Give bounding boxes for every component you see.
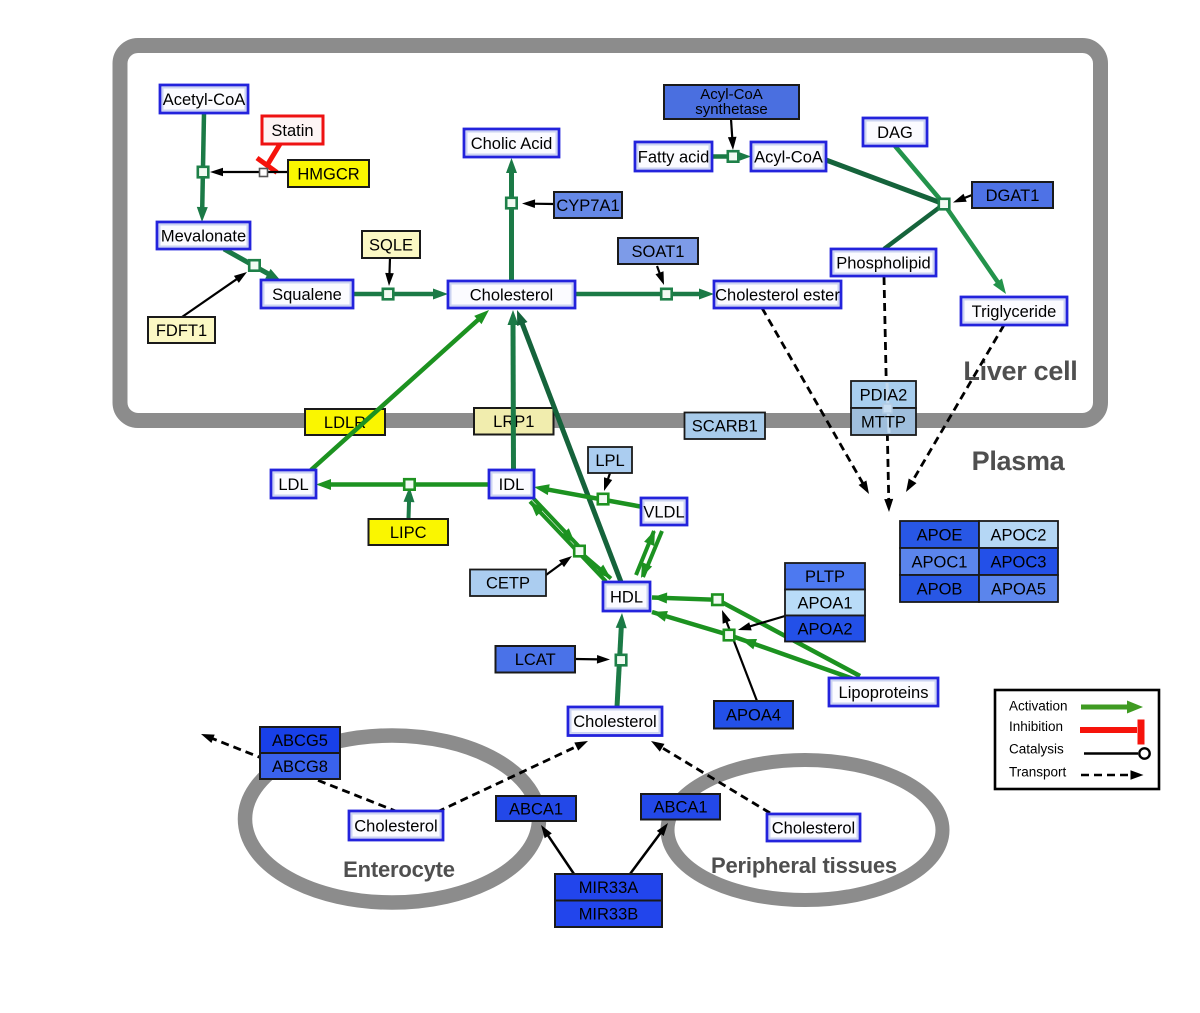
svg-text:Cholic Acid: Cholic Acid [471, 135, 553, 153]
svg-text:APOB: APOB [917, 580, 963, 598]
svg-text:Cholesterol: Cholesterol [772, 819, 855, 837]
svg-text:APOA1: APOA1 [797, 594, 852, 612]
svg-text:LDL: LDL [278, 476, 308, 494]
svg-text:Inhibition: Inhibition [1009, 719, 1063, 734]
svg-text:Activation: Activation [1009, 699, 1068, 714]
svg-text:PLTP: PLTP [805, 568, 845, 586]
svg-text:MIR33B: MIR33B [579, 906, 639, 924]
svg-text:Cholesterol: Cholesterol [470, 286, 553, 304]
svg-text:SQLE: SQLE [369, 236, 413, 254]
svg-text:MTTP: MTTP [861, 413, 906, 431]
svg-text:LIPC: LIPC [390, 524, 427, 542]
svg-text:CETP: CETP [486, 575, 530, 593]
svg-text:APOC2: APOC2 [991, 526, 1047, 544]
svg-text:ABCG8: ABCG8 [272, 758, 328, 776]
svg-text:Acyl-CoA: Acyl-CoA [754, 148, 823, 166]
svg-text:ABCA1: ABCA1 [509, 800, 563, 818]
svg-text:Liver cell: Liver cell [963, 356, 1077, 386]
svg-text:Fatty acid: Fatty acid [638, 148, 710, 166]
svg-text:Enterocyte: Enterocyte [343, 857, 455, 882]
svg-text:APOC3: APOC3 [991, 553, 1047, 571]
svg-text:MIR33A: MIR33A [579, 879, 639, 897]
svg-text:DGAT1: DGAT1 [986, 187, 1040, 205]
svg-text:Statin: Statin [271, 122, 313, 140]
svg-text:APOA2: APOA2 [797, 620, 852, 638]
svg-text:DAG: DAG [877, 124, 913, 142]
svg-text:Triglyceride: Triglyceride [972, 303, 1057, 321]
svg-text:ABCG5: ABCG5 [272, 732, 328, 750]
svg-text:Phospholipid: Phospholipid [836, 254, 931, 272]
svg-text:SCARB1: SCARB1 [692, 418, 758, 436]
svg-text:Transport: Transport [1009, 765, 1067, 780]
svg-text:IDL: IDL [499, 476, 525, 494]
svg-text:VLDL: VLDL [643, 503, 684, 521]
svg-text:ABCA1: ABCA1 [653, 799, 707, 817]
svg-text:SOAT1: SOAT1 [632, 243, 685, 261]
svg-text:Catalysis: Catalysis [1009, 742, 1064, 757]
svg-text:PDIA2: PDIA2 [860, 386, 908, 404]
svg-text:synthetase: synthetase [695, 101, 768, 118]
svg-text:HMGCR: HMGCR [297, 165, 359, 183]
svg-text:Acyl-CoA: Acyl-CoA [700, 86, 763, 103]
svg-text:Lipoproteins: Lipoproteins [839, 684, 929, 702]
svg-text:HDL: HDL [610, 588, 643, 606]
svg-text:Plasma: Plasma [972, 446, 1066, 476]
svg-text:Mevalonate: Mevalonate [161, 227, 246, 245]
svg-text:APOA4: APOA4 [726, 707, 781, 725]
svg-text:Peripheral tissues: Peripheral tissues [711, 853, 897, 878]
svg-text:FDFT1: FDFT1 [156, 322, 207, 340]
svg-text:CYP7A1: CYP7A1 [556, 197, 619, 215]
svg-text:LPL: LPL [595, 452, 624, 470]
svg-text:Acetyl-CoA: Acetyl-CoA [163, 91, 246, 109]
svg-text:APOE: APOE [917, 526, 963, 544]
svg-text:APOA5: APOA5 [991, 580, 1046, 598]
svg-text:LCAT: LCAT [515, 651, 556, 669]
svg-text:Squalene: Squalene [272, 286, 342, 304]
svg-text:Cholesterol: Cholesterol [354, 817, 437, 835]
svg-text:Cholesterol ester: Cholesterol ester [715, 286, 840, 304]
svg-text:Cholesterol: Cholesterol [573, 713, 656, 731]
svg-text:APOC1: APOC1 [912, 553, 968, 571]
